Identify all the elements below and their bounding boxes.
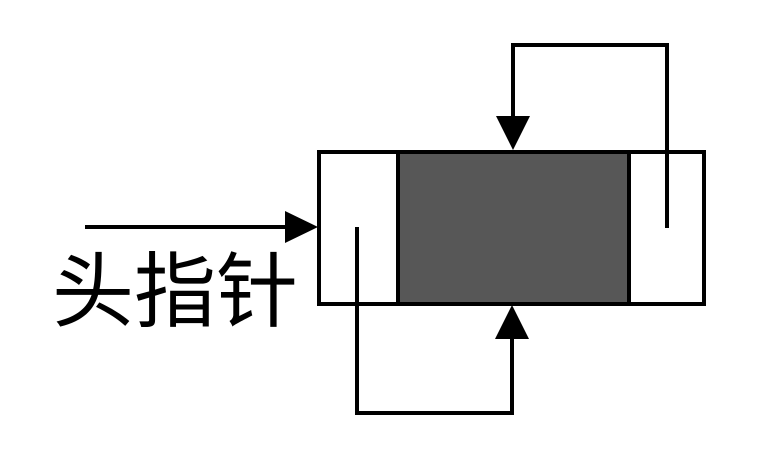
next-loop-arrowhead-icon <box>496 116 530 150</box>
head-pointer-arrow-line <box>85 225 287 229</box>
prev-loop-arrowhead-icon <box>495 305 529 339</box>
data-field <box>400 154 627 302</box>
next-pointer-field <box>627 154 702 302</box>
prev-loop-bottom-segment <box>355 411 514 415</box>
next-loop-left-segment <box>511 43 515 121</box>
prev-loop-right-segment <box>510 337 514 415</box>
prev-loop-left-segment <box>355 227 359 415</box>
head-pointer-label: 头指针 <box>52 247 299 338</box>
head-pointer-arrowhead-icon <box>285 211 318 243</box>
list-node <box>317 150 706 306</box>
prev-pointer-field <box>321 154 400 302</box>
next-loop-right-segment <box>665 43 669 228</box>
next-loop-top-segment <box>511 43 669 47</box>
